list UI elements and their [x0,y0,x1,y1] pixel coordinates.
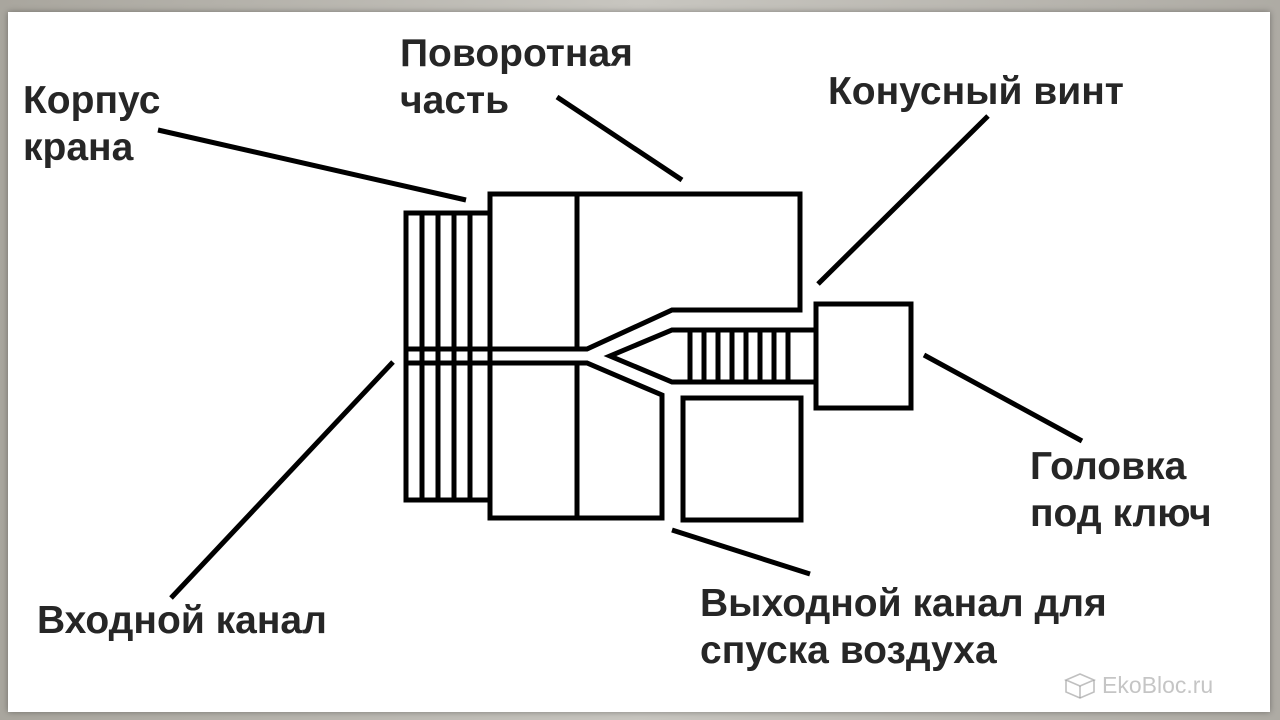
leader-inlet [169,360,395,600]
watermark-text: EkoBloc.ru [1102,671,1214,698]
label-outlet-channel: Выходной канал для спуска воздуха [700,582,1107,672]
label-body: Корпус крана [23,79,161,169]
label-inlet-channel: Входной канал [37,599,327,642]
label-cone-screw: Конусный винт [828,70,1124,113]
leader-head [922,352,1084,444]
cone-screw [603,327,816,385]
label-key-head: Головка под ключ [1030,445,1212,535]
valve-body-threads [403,210,493,503]
leader-outlet [671,527,811,577]
inlet-channel [406,346,587,366]
cube-logo-icon [1063,673,1097,699]
leader-cone-screw [816,114,990,286]
diagram-card [8,12,1270,712]
rotary-part [487,191,803,521]
leader-rotary [555,94,684,183]
outlet-block [680,395,804,523]
label-rotary-part: Поворотная часть [400,32,633,122]
leader-body [157,127,467,203]
key-head [813,301,914,411]
watermark: EkoBloc.ru [1062,670,1213,700]
